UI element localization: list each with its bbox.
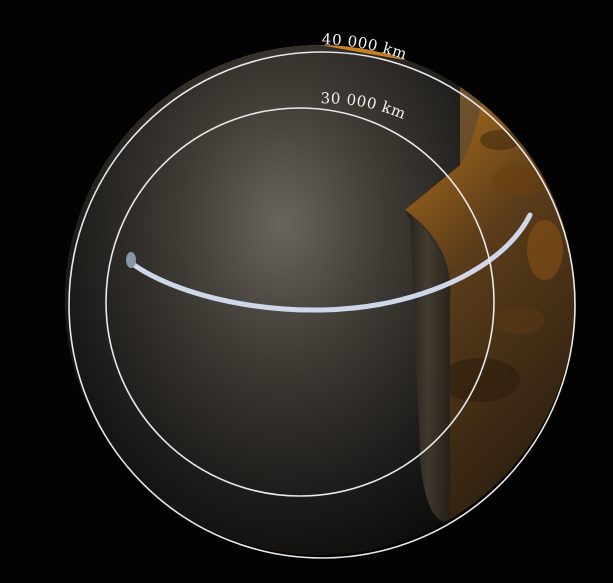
planet-body	[65, 45, 575, 555]
surface-texture	[440, 130, 563, 402]
ring-30000km	[105, 107, 495, 497]
band-endpoint	[126, 252, 136, 268]
inner-orbit-band	[127, 212, 533, 313]
ring-40000km	[68, 51, 576, 559]
cutaway-interior	[65, 45, 460, 555]
